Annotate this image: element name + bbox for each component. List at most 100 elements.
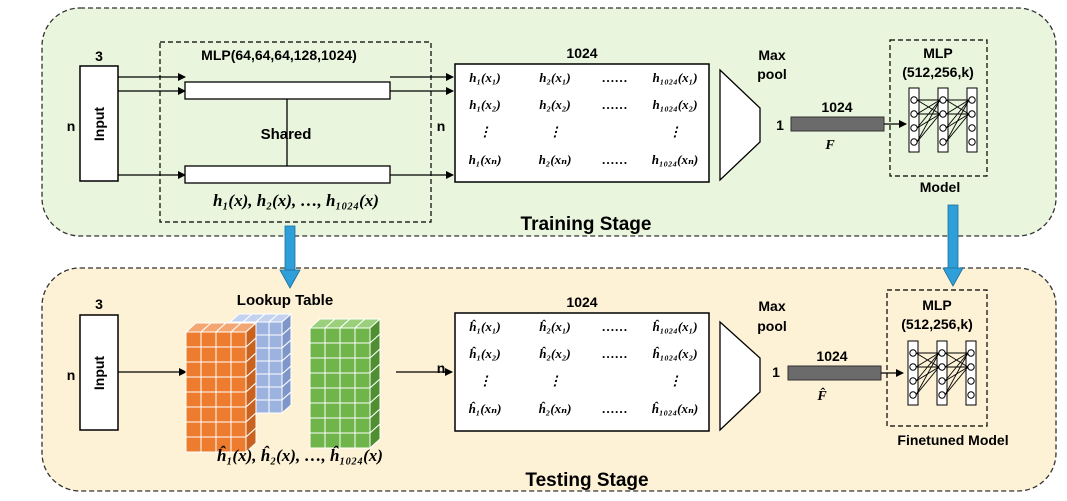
testing-matrix-cell: ĥ₁(x₂)	[469, 346, 500, 361]
testing-feature-bar	[787, 365, 882, 381]
training-edge	[916, 99, 941, 129]
training-matrix-cell: ……	[602, 70, 628, 85]
training-matrix-title: 1024	[566, 45, 597, 61]
testing-matrix-title: 1024	[566, 294, 597, 310]
testing-stage-label: Testing Stage	[525, 470, 648, 491]
testing-node	[909, 391, 917, 399]
training-feature-bar	[790, 116, 885, 132]
training-matrix	[454, 63, 710, 183]
lookup-grid-green	[308, 317, 382, 450]
testing-layer-0	[907, 340, 919, 406]
training-node	[968, 96, 976, 104]
testing-matrix-cell: ⋮	[549, 373, 562, 388]
testing-edge	[944, 352, 969, 396]
testing-node	[967, 349, 975, 357]
training-matrix-cell: h₁(xₙ)	[469, 152, 502, 167]
testing-edge	[915, 366, 940, 396]
training-matrix-cell: ⋮	[479, 124, 492, 139]
training-edge	[945, 99, 970, 143]
training-matrix-cell: h₂(x₁)	[539, 70, 570, 85]
training-edge	[916, 99, 941, 143]
training-matrix-cell: ……	[602, 97, 628, 112]
training-maxpool-trapezoid	[719, 68, 761, 182]
testing-node	[909, 363, 917, 371]
training-input-label: Input	[91, 107, 107, 142]
training-node	[910, 124, 918, 132]
training-mlp-title: MLP(64,64,64,128,1024)	[201, 47, 357, 63]
training-node	[968, 138, 976, 146]
testing-edge	[915, 352, 940, 368]
testing-feature-dim: 1024	[816, 348, 847, 364]
training-matrix-cell: ⋮	[669, 124, 682, 139]
training-matrix-cell: ……	[602, 152, 628, 167]
testing-node	[938, 391, 946, 399]
training-mlp2-title-1: MLP	[923, 45, 953, 61]
training-node	[939, 110, 947, 118]
testing-maxpool-label-1: Max	[758, 298, 785, 314]
training-layer-0	[908, 87, 920, 153]
testing-node	[938, 377, 946, 385]
training-layer-1	[937, 87, 949, 153]
testing-feature-one: 1	[772, 364, 780, 380]
training-feature-dim: 1024	[821, 99, 852, 115]
testing-matrix-cell: ĥ₂(x₂)	[539, 346, 570, 361]
testing-dim-3: 3	[95, 296, 103, 312]
training-input-block	[79, 65, 119, 182]
transfer-arrow-mlp-to-lookup	[279, 225, 301, 289]
training-feature-one: 1	[776, 117, 784, 133]
training-maxpool-label-1: Max	[758, 47, 785, 63]
testing-matrix-cell: ⋮	[669, 373, 682, 388]
lookup-grid-orange	[184, 321, 258, 454]
training-matrix-cell: ⋮	[549, 124, 562, 139]
testing-node	[967, 363, 975, 371]
training-matrix-cell: h₁(x₂)	[469, 97, 500, 112]
testing-model-label: Finetuned Model	[897, 432, 1008, 448]
training-functions-caption: h₁(x), h₂(x), …, h₁₀₂₄(x)	[213, 191, 379, 210]
testing-maxpool-trapezoid	[719, 320, 761, 432]
training-matrix-cell: h₁₀₂₄(xₙ)	[652, 152, 698, 167]
training-node	[910, 96, 918, 104]
training-matrix-cell: h₂(xₙ)	[539, 152, 572, 167]
training-node	[968, 124, 976, 132]
training-model-label: Model	[920, 179, 960, 195]
training-node	[968, 110, 976, 118]
training-mlp-box	[159, 41, 432, 223]
mlp-bar-top	[184, 81, 391, 100]
training-matrix-cell: h₁₀₂₄(x₂)	[652, 97, 697, 112]
training-node	[939, 138, 947, 146]
lookup-table-cubes	[184, 312, 382, 454]
training-feature-label: F	[824, 138, 835, 153]
testing-final-mlp-box	[886, 289, 988, 427]
testing-node	[938, 349, 946, 357]
training-edge	[916, 99, 941, 115]
testing-matrix-cell: ĥ₁₀₂₄(x₂)	[652, 346, 697, 361]
testing-matrix-cell: ĥ₁₀₂₄(x₁)	[652, 319, 697, 334]
training-edge	[916, 113, 941, 143]
testing-matrix-cell: ⋮	[479, 373, 492, 388]
testing-feature-label: F̂	[816, 387, 827, 404]
testing-matrix-cell: ĥ₂(xₙ)	[539, 401, 572, 416]
testing-layer-1	[936, 340, 948, 406]
testing-dim-n: n	[67, 367, 76, 383]
training-mlp2-title-2: (512,256,k)	[902, 64, 974, 80]
training-matrix-cell: h₁(x₁)	[469, 70, 500, 85]
training-edge	[945, 113, 970, 143]
testing-matrix-cell: ĥ₁(xₙ)	[469, 401, 502, 416]
lookup-table-label: Lookup Table	[237, 292, 333, 309]
testing-node	[938, 363, 946, 371]
training-node	[910, 110, 918, 118]
testing-matrix-n: n	[437, 360, 446, 376]
testing-matrix-cell: ĥ₂(x₁)	[539, 319, 570, 334]
training-edge	[945, 99, 970, 129]
testing-input-label: Input	[91, 356, 107, 391]
training-stage-label: Training Stage	[521, 214, 652, 235]
training-edge	[945, 99, 970, 115]
testing-matrix	[454, 312, 710, 432]
training-network-graph	[908, 87, 978, 153]
training-node	[939, 96, 947, 104]
testing-edge	[944, 352, 969, 382]
testing-matrix-cell: ……	[602, 319, 628, 334]
training-dim-3: 3	[95, 48, 103, 64]
testing-functions-caption: ĥ₁(x), ĥ₂(x), …, ĥ₁₀₂₄(x)	[217, 446, 383, 465]
